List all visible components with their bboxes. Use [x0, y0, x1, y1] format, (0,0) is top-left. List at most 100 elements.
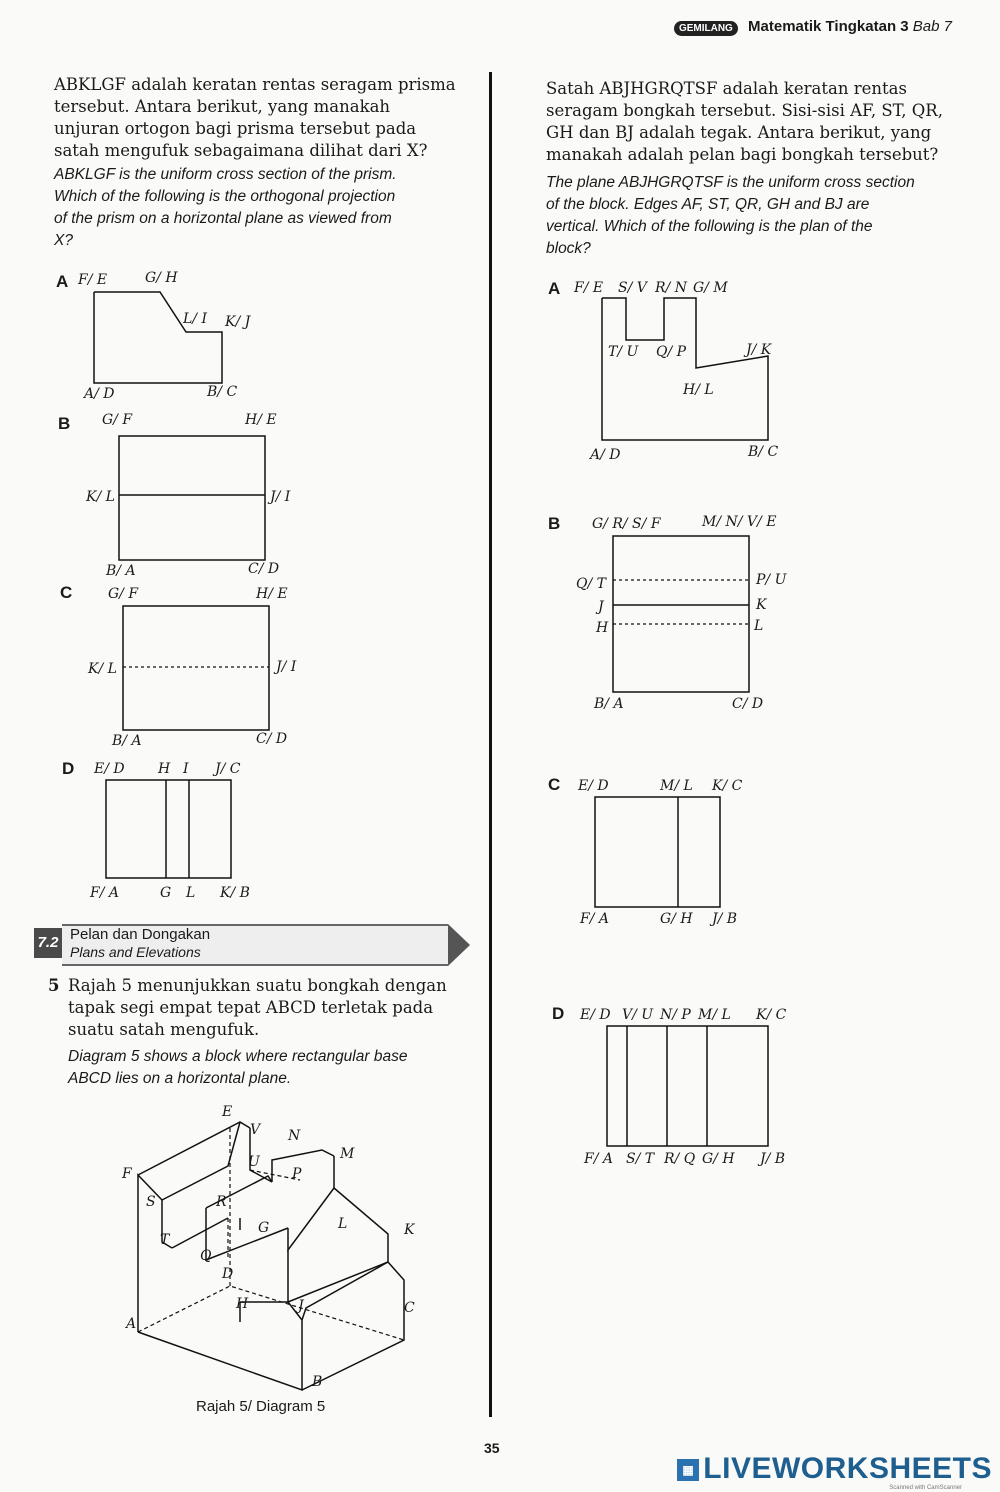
question5-text-ms: Rajah 5 menunjukkan suatu bongkah dengan…	[68, 975, 468, 1041]
right-option-c-letter[interactable]: C	[548, 775, 561, 794]
vertex-label: E/ D	[94, 761, 125, 777]
vertex-label: S/ T	[626, 1151, 655, 1167]
text-line: tersebut. Antara berikut, yang manakah	[54, 97, 391, 116]
right-option-d-figure	[606, 1025, 769, 1147]
vertex-label: F/ A	[584, 1151, 613, 1167]
left-question-text-en: ABKLGF is the uniform cross section of t…	[54, 164, 466, 252]
text-line: Rajah 5 menunjukkan suatu bongkah dengan	[68, 976, 447, 995]
text-line: tapak segi empat tepat ABCD terletak pad…	[68, 998, 434, 1017]
banner-tail	[448, 924, 470, 966]
vertex-label: Q/ T	[576, 576, 606, 592]
banner-box	[62, 924, 448, 966]
right-option-b-figure	[612, 535, 750, 693]
vertex-label: K/ L	[86, 489, 115, 505]
text-line: of the block. Edges AF, ST, QR, GH and B…	[546, 196, 870, 213]
right-option-d-letter[interactable]: D	[552, 1004, 565, 1023]
vertex-label: B/ A	[112, 733, 142, 749]
vertex-label: S	[146, 1194, 156, 1210]
text-line: unjuran ortogon bagi prisma tersebut pad…	[54, 119, 417, 138]
vertex-label: G/ R/ S/ F	[592, 516, 661, 532]
left-option-d-figure	[105, 779, 232, 879]
vertex-label: A	[126, 1316, 137, 1332]
vertex-label: G/ M	[693, 280, 728, 296]
liveworksheets-logo-icon: ▦	[677, 1459, 700, 1482]
vertex-label: T	[160, 1232, 170, 1248]
vertex-label: M/ L	[698, 1007, 731, 1023]
vertex-label: K/ C	[756, 1007, 787, 1023]
text-line: vertical. Which of the following is the …	[546, 218, 873, 235]
right-option-a-figure	[601, 297, 769, 441]
text-line: ABKLGF is the uniform cross section of t…	[54, 166, 397, 183]
vertex-label: D	[222, 1266, 234, 1282]
vertex-label: G/ F	[108, 586, 139, 602]
vertex-label: I	[183, 761, 189, 777]
question5-text-en: Diagram 5 shows a block where rectangula…	[68, 1046, 468, 1090]
vertex-label: V/ U	[622, 1007, 654, 1023]
section-title-en: Plans and Elevations	[70, 944, 201, 960]
text-line: ABCD lies on a horizontal plane.	[68, 1070, 292, 1087]
left-option-c-letter[interactable]: C	[60, 583, 73, 602]
vertex-label: G/ H	[702, 1151, 735, 1167]
right-option-b-letter[interactable]: B	[548, 514, 561, 533]
vertex-label: M/ N/ V/ E	[702, 514, 777, 530]
vertex-label: P/ U	[756, 572, 787, 588]
vertex-label: E	[222, 1104, 233, 1120]
vertex-label: R/ N	[655, 280, 687, 296]
vertex-label: B/ A	[594, 696, 624, 712]
text-line: Satah ABJHGRQTSF adalah keratan rentas	[546, 79, 907, 98]
vertex-label: G	[160, 885, 172, 901]
vertex-label: C/ D	[256, 731, 288, 747]
vertex-label: F/ A	[90, 885, 119, 901]
vertex-label: J	[298, 1298, 304, 1314]
vertex-label: A/ D	[590, 447, 621, 463]
vertex-label: J/ I	[270, 489, 291, 505]
right-option-c-figure	[594, 796, 721, 908]
vertex-label: J/ I	[276, 659, 297, 675]
vertex-label: J/ C	[215, 761, 241, 777]
vertex-label: J/ K	[746, 342, 772, 358]
left-option-c-figure	[122, 605, 270, 731]
vertex-label: Q	[200, 1248, 212, 1264]
vertex-label: K	[404, 1222, 415, 1238]
vertex-label: E/ D	[578, 778, 609, 794]
vertex-label: C	[404, 1300, 415, 1316]
column-divider	[489, 72, 492, 1417]
liveworksheets-watermark: ▦LIVEWORKSHEETS	[677, 1452, 992, 1486]
section-number: 7.2	[34, 928, 62, 958]
vertex-label: F/ E	[574, 280, 604, 296]
vertex-label: K/ C	[712, 778, 743, 794]
vertex-label: N/ P	[660, 1007, 691, 1023]
right-option-a-letter[interactable]: A	[548, 279, 561, 298]
left-option-d-letter[interactable]: D	[62, 759, 75, 778]
vertex-label: H/ E	[256, 586, 288, 602]
vertex-label: G/ H	[660, 911, 693, 927]
vertex-label: E/ D	[580, 1007, 611, 1023]
text-line: Which of the following is the orthogonal…	[54, 188, 396, 205]
vertex-label: M/ L	[660, 778, 693, 794]
vertex-label: K/ L	[88, 661, 117, 677]
page-header: GEMILANG Matematik Tingkatan 3 Bab 7	[673, 18, 952, 36]
scanner-note: Scanned with CamScanner	[889, 1485, 962, 1491]
diagram-5-block	[137, 1121, 405, 1392]
vertex-label: T/ U	[608, 344, 639, 360]
text-line: of the prism on a horizontal plane as vi…	[54, 210, 392, 227]
text-line: GH dan BJ adalah tegak. Antara berikut, …	[546, 123, 932, 142]
left-option-b-letter[interactable]: B	[58, 414, 71, 433]
vertex-label: H	[236, 1296, 249, 1312]
vertex-label: S/ V	[618, 280, 647, 296]
vertex-label: Q/ P	[656, 344, 687, 360]
vertex-label: A/ D	[84, 386, 115, 402]
vertex-label: P	[292, 1166, 302, 1182]
vertex-label: H/ L	[683, 382, 714, 398]
vertex-label: N	[288, 1128, 301, 1144]
book-title: Matematik Tingkatan 3	[748, 18, 909, 35]
page-number: 35	[484, 1440, 500, 1456]
vertex-label: C/ D	[732, 696, 764, 712]
section-title-ms: Pelan dan Dongakan	[70, 926, 211, 943]
vertex-label: M	[340, 1146, 355, 1162]
right-question-text-ms: Satah ABJHGRQTSF adalah keratan rentas s…	[546, 78, 956, 166]
vertex-label: H	[596, 620, 609, 636]
vertex-label: R/ Q	[664, 1151, 696, 1167]
vertex-label: F/ E	[78, 272, 108, 288]
left-option-a-letter[interactable]: A	[56, 272, 69, 291]
